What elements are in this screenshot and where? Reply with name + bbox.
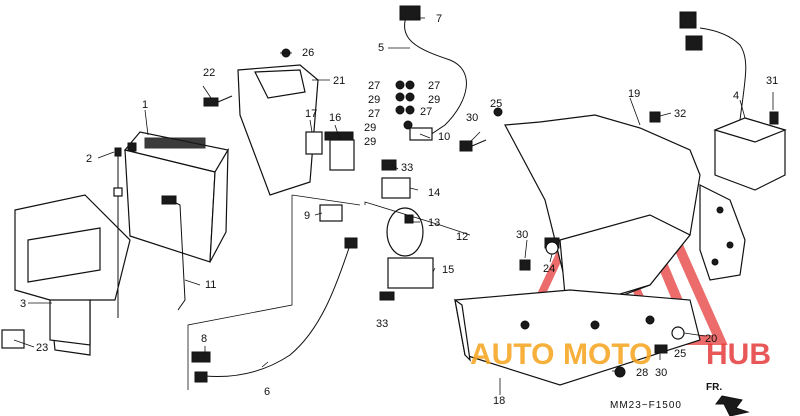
part-labels: 1 2 3 23 11 22 26 21 17 16 7 5 27 27 29 …	[20, 13, 778, 407]
label-24: 24	[543, 263, 555, 275]
part-17-16-relays	[305, 131, 355, 171]
part-9-clamp	[319, 204, 343, 222]
label-26: 26	[302, 47, 314, 59]
label-25b: 25	[674, 348, 686, 360]
label-3: 3	[20, 298, 26, 310]
label-30a: 30	[466, 112, 478, 124]
label-14: 14	[428, 187, 440, 199]
label-2: 2	[86, 153, 92, 165]
label-10: 10	[438, 131, 450, 143]
part-12-starter-relay	[379, 159, 434, 301]
part-19-battery-case	[504, 114, 746, 301]
bracket-lines	[187, 194, 471, 390]
label-5: 5	[378, 42, 384, 54]
callout-lines	[13, 17, 774, 395]
label-13: 13	[428, 217, 440, 229]
label-31: 31	[766, 75, 778, 87]
label-33a: 33	[401, 162, 413, 174]
diagram-code: MM23−F1500	[610, 400, 682, 411]
label-27a: 27	[368, 80, 380, 92]
direction-label: FR.	[706, 382, 722, 393]
label-16: 16	[329, 112, 341, 124]
label-32: 32	[674, 108, 686, 120]
watermark-hub: HUB	[706, 338, 771, 371]
label-30b: 30	[516, 229, 528, 241]
part-2-rod	[113, 147, 123, 318]
label-29c: 29	[364, 122, 376, 134]
part-3-battery-tray	[1, 194, 131, 356]
label-4: 4	[733, 90, 739, 102]
label-28: 28	[636, 367, 648, 379]
label-19: 19	[628, 88, 640, 100]
label-1: 1	[142, 99, 148, 111]
label-29d: 29	[364, 136, 376, 148]
washers-27-29	[395, 80, 415, 130]
part-5-cable	[399, 5, 467, 141]
label-12: 12	[456, 231, 468, 243]
label-29a: 29	[368, 94, 380, 106]
label-30c: 30	[655, 367, 667, 379]
front-direction-arrow: FR.	[706, 382, 750, 416]
watermark-auto: AUTO	[470, 338, 554, 371]
part-6-cable	[191, 237, 358, 383]
part-4-regulator	[679, 11, 787, 191]
label-17: 17	[305, 108, 317, 120]
label-27c: 27	[368, 108, 380, 120]
label-8: 8	[201, 333, 207, 345]
part-18-lower-tray	[454, 289, 701, 386]
label-27b: 27	[428, 80, 440, 92]
label-11: 11	[205, 279, 216, 291]
label-7: 7	[436, 13, 442, 25]
watermark-text: AUTO MOTO HUB	[470, 338, 771, 371]
label-18: 18	[493, 395, 505, 407]
watermark-moto: MOTO	[563, 338, 652, 371]
part-1-battery	[123, 131, 229, 263]
label-6: 6	[264, 386, 270, 398]
part-11-cable	[161, 195, 186, 311]
label-21: 21	[333, 75, 345, 87]
label-15: 15	[442, 264, 454, 276]
label-27d: 27	[420, 106, 432, 118]
label-25a: 25	[490, 98, 502, 110]
label-20: 20	[705, 333, 717, 345]
label-29b: 29	[428, 94, 440, 106]
label-33b: 33	[376, 318, 388, 330]
label-23: 23	[36, 342, 48, 354]
label-22: 22	[203, 67, 215, 79]
label-9: 9	[304, 210, 310, 222]
part-22-bolt	[203, 95, 233, 107]
part-21-cover	[237, 64, 319, 196]
